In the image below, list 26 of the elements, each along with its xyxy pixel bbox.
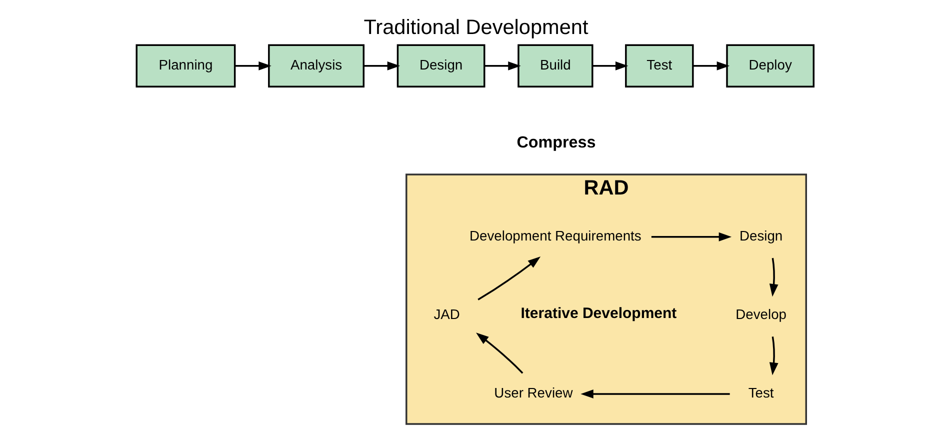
node-box: Build bbox=[518, 44, 594, 88]
node-text: JAD bbox=[434, 306, 460, 322]
arrow bbox=[769, 336, 778, 376]
node-box: Planning bbox=[136, 44, 236, 88]
node-text: Design bbox=[740, 227, 783, 244]
node-text: User Review bbox=[494, 384, 573, 401]
arrow bbox=[364, 61, 400, 70]
node-box: Deploy bbox=[726, 44, 815, 88]
arrow bbox=[478, 256, 541, 300]
arrow bbox=[592, 61, 628, 70]
arrow bbox=[484, 61, 521, 70]
arrow bbox=[235, 61, 272, 70]
arrow bbox=[693, 61, 730, 70]
label: Compress bbox=[516, 134, 596, 152]
arrow bbox=[476, 332, 524, 374]
node-text: Develop bbox=[736, 306, 787, 322]
node-box: Design bbox=[396, 44, 486, 88]
arrow bbox=[769, 258, 778, 297]
label: Iterative Development bbox=[520, 305, 677, 322]
node-text: Development Requirements bbox=[470, 227, 642, 244]
node-box: Analysis bbox=[268, 44, 365, 88]
node-box: Test bbox=[625, 44, 694, 88]
arrow bbox=[580, 390, 730, 398]
node-text: Test bbox=[748, 384, 774, 401]
diagram-title: Traditional Development bbox=[364, 16, 588, 39]
arrow bbox=[651, 232, 732, 242]
